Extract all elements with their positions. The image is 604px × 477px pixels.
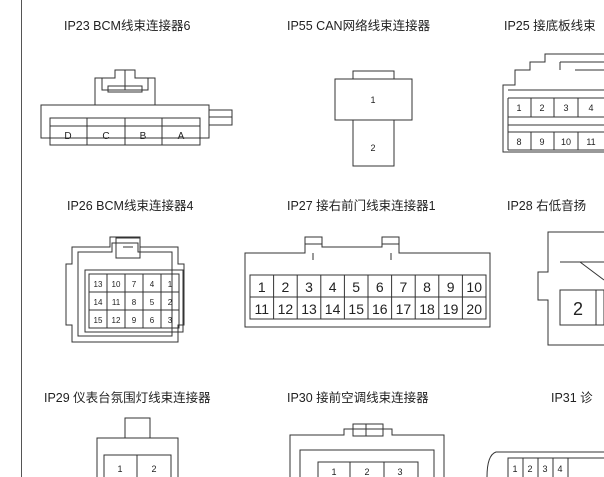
pin-ip29-1: 1 [117, 464, 122, 474]
pin-ip25-2: 2 [539, 103, 544, 113]
pin-ip27-16: 16 [372, 301, 388, 317]
connector-title-ip29: IP29 仪表台氛围灯线束连接器 [44, 391, 211, 405]
pin-ip29-2: 2 [151, 464, 156, 474]
pin-ip23-a: A [178, 131, 185, 142]
connector-diagram-ip31: 1 2 3 4 [486, 451, 604, 477]
pin-ip23-c: C [102, 131, 109, 142]
connector-title-ip23: IP23 BCM线束连接器6 [64, 19, 191, 33]
connector-diagram-ip29: 1 2 [96, 417, 179, 477]
pin-ip27-6: 6 [376, 279, 384, 295]
pin-ip31-1: 1 [512, 464, 517, 474]
pin-ip30-1: 1 [331, 467, 336, 477]
pin-ip27-20: 20 [466, 301, 482, 317]
connector-diagram-ip26: 13 10 7 4 1 14 11 8 5 2 15 12 9 6 3 [65, 236, 185, 343]
pin-ip27-18: 18 [419, 301, 435, 317]
pin-ip25-1: 1 [516, 103, 521, 113]
pin-ip27-5: 5 [352, 279, 360, 295]
pin-ip27-10: 10 [466, 279, 482, 295]
pin-ip55-2: 2 [370, 143, 375, 153]
connector-title-ip26: IP26 BCM线束连接器4 [67, 199, 194, 213]
pin-ip26-4: 4 [150, 280, 155, 289]
pin-ip26-13: 13 [94, 280, 103, 289]
pin-ip26-11: 11 [112, 298, 121, 307]
pin-ip27-11: 11 [255, 301, 270, 317]
pin-ip27-1: 1 [258, 279, 266, 295]
pin-ip30-3: 3 [397, 467, 402, 477]
pin-ip26-10: 10 [112, 280, 121, 289]
pin-ip27-2: 2 [282, 279, 290, 295]
pin-ip25-8: 8 [516, 137, 521, 147]
pin-ip31-3: 3 [542, 464, 547, 474]
pin-ip25-10: 10 [561, 137, 571, 147]
pin-ip27-8: 8 [423, 279, 431, 295]
pin-ip26-5: 5 [150, 298, 155, 307]
pin-ip27-7: 7 [400, 279, 408, 295]
connector-diagram-ip30: 1 2 3 [289, 423, 445, 477]
pin-ip25-11: 11 [586, 137, 595, 147]
pin-ip26-1: 1 [168, 280, 173, 289]
connector-diagram-ip55: 1 2 [334, 70, 413, 167]
pin-ip27-9: 9 [447, 279, 455, 295]
page-margin-line [21, 0, 22, 477]
pin-ip26-14: 14 [94, 298, 103, 307]
connector-title-ip31: IP31 诊 [551, 391, 593, 405]
pin-ip25-9: 9 [539, 137, 544, 147]
pin-ip27-19: 19 [443, 301, 459, 317]
pin-ip25-3: 3 [563, 103, 568, 113]
pin-ip25-4: 4 [588, 103, 593, 113]
pin-ip26-9: 9 [132, 316, 137, 325]
pin-ip28-2: 2 [573, 299, 583, 319]
connector-title-ip25: IP25 接底板线束 [504, 19, 596, 33]
pin-ip30-2: 2 [364, 467, 369, 477]
pin-ip31-2: 2 [527, 464, 532, 474]
connector-diagram-ip28: 2 [537, 231, 604, 346]
pin-ip27-3: 3 [305, 279, 313, 295]
pin-ip31-4: 4 [557, 464, 562, 474]
pin-ip26-3: 3 [168, 316, 173, 325]
connector-title-ip28: IP28 右低音扬 [507, 199, 587, 213]
pin-ip26-6: 6 [150, 316, 155, 325]
pin-ip23-d: D [64, 131, 71, 142]
pin-ip27-15: 15 [348, 301, 364, 317]
pin-ip55-1: 1 [370, 95, 375, 105]
pin-ip26-12: 12 [112, 316, 121, 325]
pin-ip26-7: 7 [132, 280, 137, 289]
pin-ip27-12: 12 [278, 301, 294, 317]
pin-ip26-2: 2 [168, 298, 173, 307]
pin-ip23-b: B [140, 131, 147, 142]
connector-title-ip30: IP30 接前空调线束连接器 [287, 391, 429, 405]
pin-ip26-15: 15 [94, 316, 103, 325]
pin-ip27-14: 14 [325, 301, 341, 317]
pin-ip27-4: 4 [329, 279, 337, 295]
connector-title-ip27: IP27 接右前门线束连接器1 [287, 199, 436, 213]
pin-ip27-17: 17 [396, 301, 412, 317]
connector-diagram-ip23: D C B A [40, 69, 233, 146]
connector-diagram-ip25: 1 2 3 4 8 9 10 11 [502, 53, 604, 153]
pin-ip27-13: 13 [301, 301, 317, 317]
connector-title-ip55: IP55 CAN网络线束连接器 [287, 19, 431, 33]
pin-ip26-8: 8 [132, 298, 137, 307]
